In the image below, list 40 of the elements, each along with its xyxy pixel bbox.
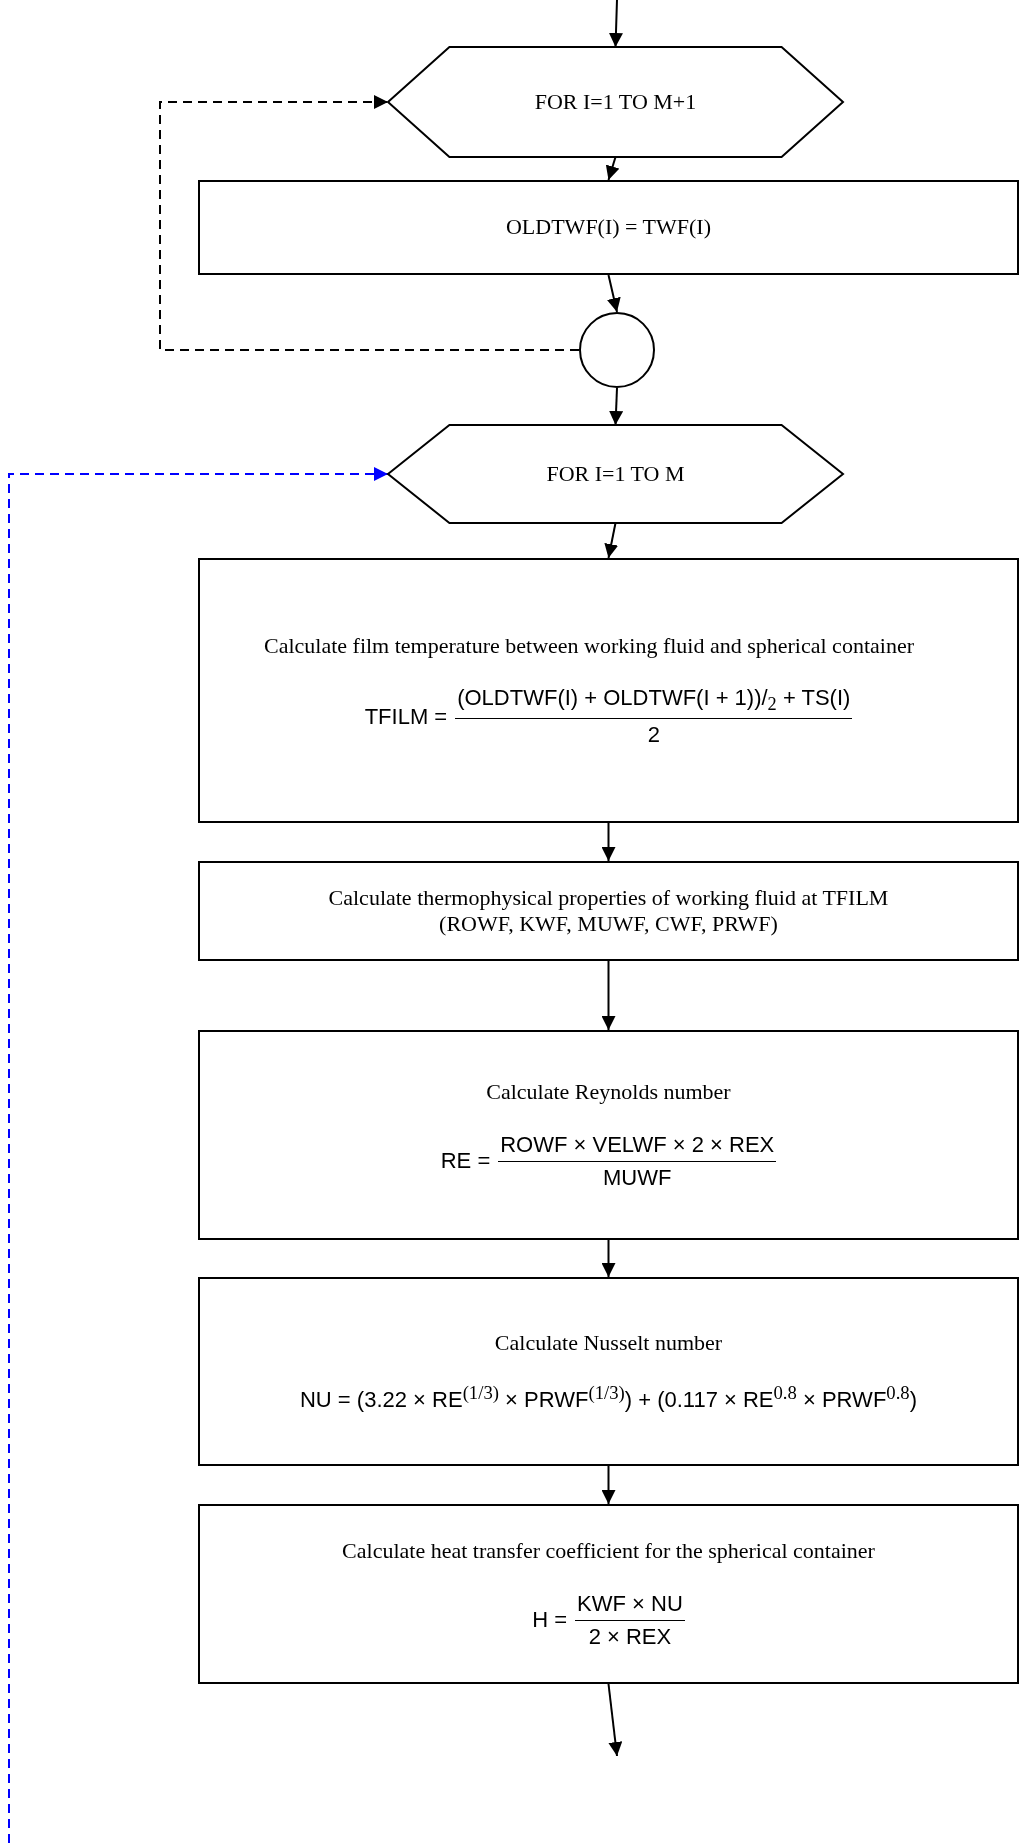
formula-denominator: 2 × REX <box>588 1622 672 1650</box>
process-box <box>198 861 1019 961</box>
step-text: Calculate thermophysical properties of working fluid at TFILM <box>328 884 889 911</box>
formula-numerator: ROWF × VELWF × 2 × REX <box>499 1131 776 1159</box>
step-text: Calculate Nusselt number <box>494 1329 723 1357</box>
arrow <box>601 822 616 862</box>
arrow <box>601 1465 616 1505</box>
arrow <box>601 960 616 1031</box>
dashed-loop-arrow <box>159 95 580 351</box>
connector-circle <box>579 312 655 388</box>
arrow <box>605 156 620 181</box>
formula-denominator: 2 <box>647 721 660 749</box>
arrow <box>607 1683 623 1757</box>
formula-numerator: (OLDTWF(I) + OLDTWF(I + 1))/$_{2}$ + TS(I) <box>456 685 852 717</box>
step-text: Calculate heat transfer coefficient for the spherical container <box>342 1538 875 1565</box>
arrow <box>609 387 624 426</box>
loop-label: FOR I=1 TO M+1 <box>534 88 697 116</box>
formula-lhs: H = <box>532 1607 568 1634</box>
step-text: Calculate film temperature between working fluid and spherical container <box>264 632 915 659</box>
formula-numerator: KWF × NU <box>576 1590 684 1618</box>
process-box <box>198 1277 1019 1466</box>
arrow <box>608 0 623 48</box>
loop-label: FOR I=1 TO M <box>546 460 685 488</box>
process-box <box>198 1504 1019 1684</box>
formula: NU = (3.22 × RE$^{(1/3)}$ × PRWF$^{(1/3)}$) + (0.117 × RE$^{0.8}$ × PRWF$^{0.8}$) <box>300 1382 917 1414</box>
arrow <box>604 522 619 559</box>
formula-denominator: MUWF <box>603 1163 672 1191</box>
dashed-loop-arrow <box>8 467 389 1843</box>
step-text: (ROWF, KWF, MUWF, CWF, PRWF) <box>439 911 778 938</box>
step-text: Calculate Reynolds number <box>486 1079 731 1106</box>
arrow <box>607 274 621 313</box>
process-box <box>198 1030 1019 1240</box>
process-box <box>198 180 1019 275</box>
formula-lhs: RE = <box>440 1148 491 1175</box>
arrow <box>601 1239 616 1278</box>
loop-hexagon <box>388 425 843 523</box>
process-box <box>198 558 1019 823</box>
formula-lhs: TFILM = <box>364 703 448 730</box>
loop-hexagon <box>388 47 843 157</box>
step-text: OLDTWF(I) = TWF(I) <box>505 214 712 241</box>
